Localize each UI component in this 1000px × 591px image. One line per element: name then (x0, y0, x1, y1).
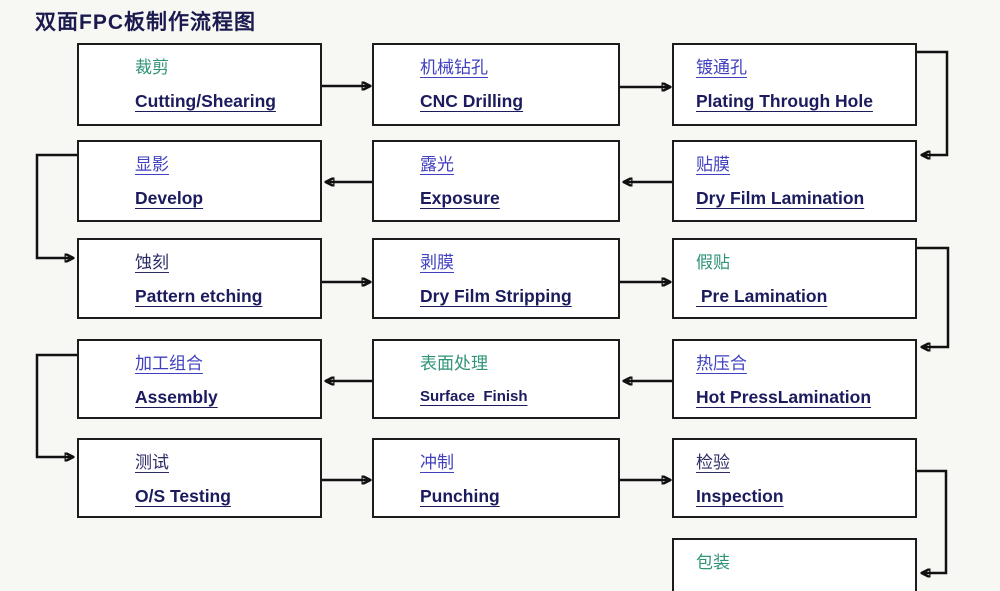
hot-press-lamination-zh-label: 热压合 (696, 354, 747, 373)
arrow-pre-lamination-to-hot-press (917, 246, 950, 347)
flow-box-dry-film-stripping: 剥膜 Dry Film Stripping (372, 238, 620, 319)
flow-box-inspection: 检验 Inspection (672, 438, 917, 518)
dry-film-lamination-en-label: Dry Film Lamination (696, 188, 865, 208)
flow-box-os-testing: 测试 O/S Testing (77, 438, 322, 518)
flow-box-pre-lamination: 假贴 Pre Lamination (672, 238, 917, 319)
develop-zh-label: 显影 (135, 155, 169, 174)
cutting-zh-label: 裁剪 (135, 58, 169, 77)
flow-box-exposure: 露光 Exposure (372, 140, 620, 222)
flow-box-plating-through-hole: 镀通孔 Plating Through Hole (672, 43, 917, 126)
surface-finish-zh-label: 表面处理 (420, 354, 488, 373)
cutting-en-label: Cutting/Shearing (135, 91, 276, 111)
flow-box-cnc-drilling: 机械钻孔 CNC Drilling (372, 43, 620, 126)
exposure-en-label: Exposure (420, 188, 500, 208)
flow-box-surface-finish: 表面处理 Surface Finish (372, 339, 620, 419)
os-testing-zh-label: 测试 (135, 453, 169, 472)
plating-through-hole-zh-label: 镀通孔 (696, 58, 747, 77)
pattern-etching-zh-label: 蚀刻 (135, 253, 169, 272)
flow-box-punching: 冲制 Punching (372, 438, 620, 518)
page-title: 双面FPC板制作流程图 (35, 11, 256, 34)
exposure-zh-label: 露光 (420, 155, 454, 174)
punching-zh-label: 冲制 (420, 453, 454, 472)
cnc-drilling-en-label: CNC Drilling (420, 91, 524, 111)
arrow-plating-to-dry-film-lamination (917, 50, 949, 155)
hot-press-lamination-en-label: Hot PressLamination (696, 387, 872, 407)
assembly-zh-label: 加工组合 (135, 354, 203, 373)
packaging-zh-label: 包装 (696, 553, 730, 572)
pre-lamination-zh-label: 假贴 (696, 253, 730, 272)
dry-film-stripping-zh-label: 剥膜 (420, 253, 454, 272)
pre-lamination-en-label: Pre Lamination (696, 286, 828, 306)
flow-box-cutting: 裁剪 Cutting/Shearing (77, 43, 322, 126)
develop-en-label: Develop (135, 188, 204, 208)
surface-finish-en-label: Surface Finish (420, 388, 528, 405)
inspection-en-label: Inspection (696, 486, 784, 506)
flow-box-pattern-etching: 蚀刻 Pattern etching (77, 238, 322, 319)
dry-film-lamination-zh-label: 贴膜 (696, 155, 730, 174)
pattern-etching-en-label: Pattern etching (135, 286, 263, 306)
arrow-develop-to-pattern-etching (35, 153, 77, 258)
flow-box-assembly: 加工组合 Assembly (77, 339, 322, 419)
inspection-zh-label: 检验 (696, 453, 730, 472)
flow-box-develop: 显影 Develop (77, 140, 322, 222)
punching-en-label: Punching (420, 486, 500, 506)
os-testing-en-label: O/S Testing (135, 486, 231, 506)
flow-box-packaging: 包装 (672, 538, 917, 591)
assembly-en-label: Assembly (135, 387, 218, 407)
arrow-assembly-to-os-testing (35, 353, 77, 457)
dry-film-stripping-en-label: Dry Film Stripping (420, 286, 572, 306)
arrow-inspection-to-packaging (917, 469, 948, 573)
plating-through-hole-en-label: Plating Through Hole (696, 91, 873, 111)
flow-box-dry-film-lamination: 贴膜 Dry Film Lamination (672, 140, 917, 222)
flow-box-hot-press-lamination: 热压合 Hot PressLamination (672, 339, 917, 419)
cnc-drilling-zh-label: 机械钻孔 (420, 58, 488, 77)
